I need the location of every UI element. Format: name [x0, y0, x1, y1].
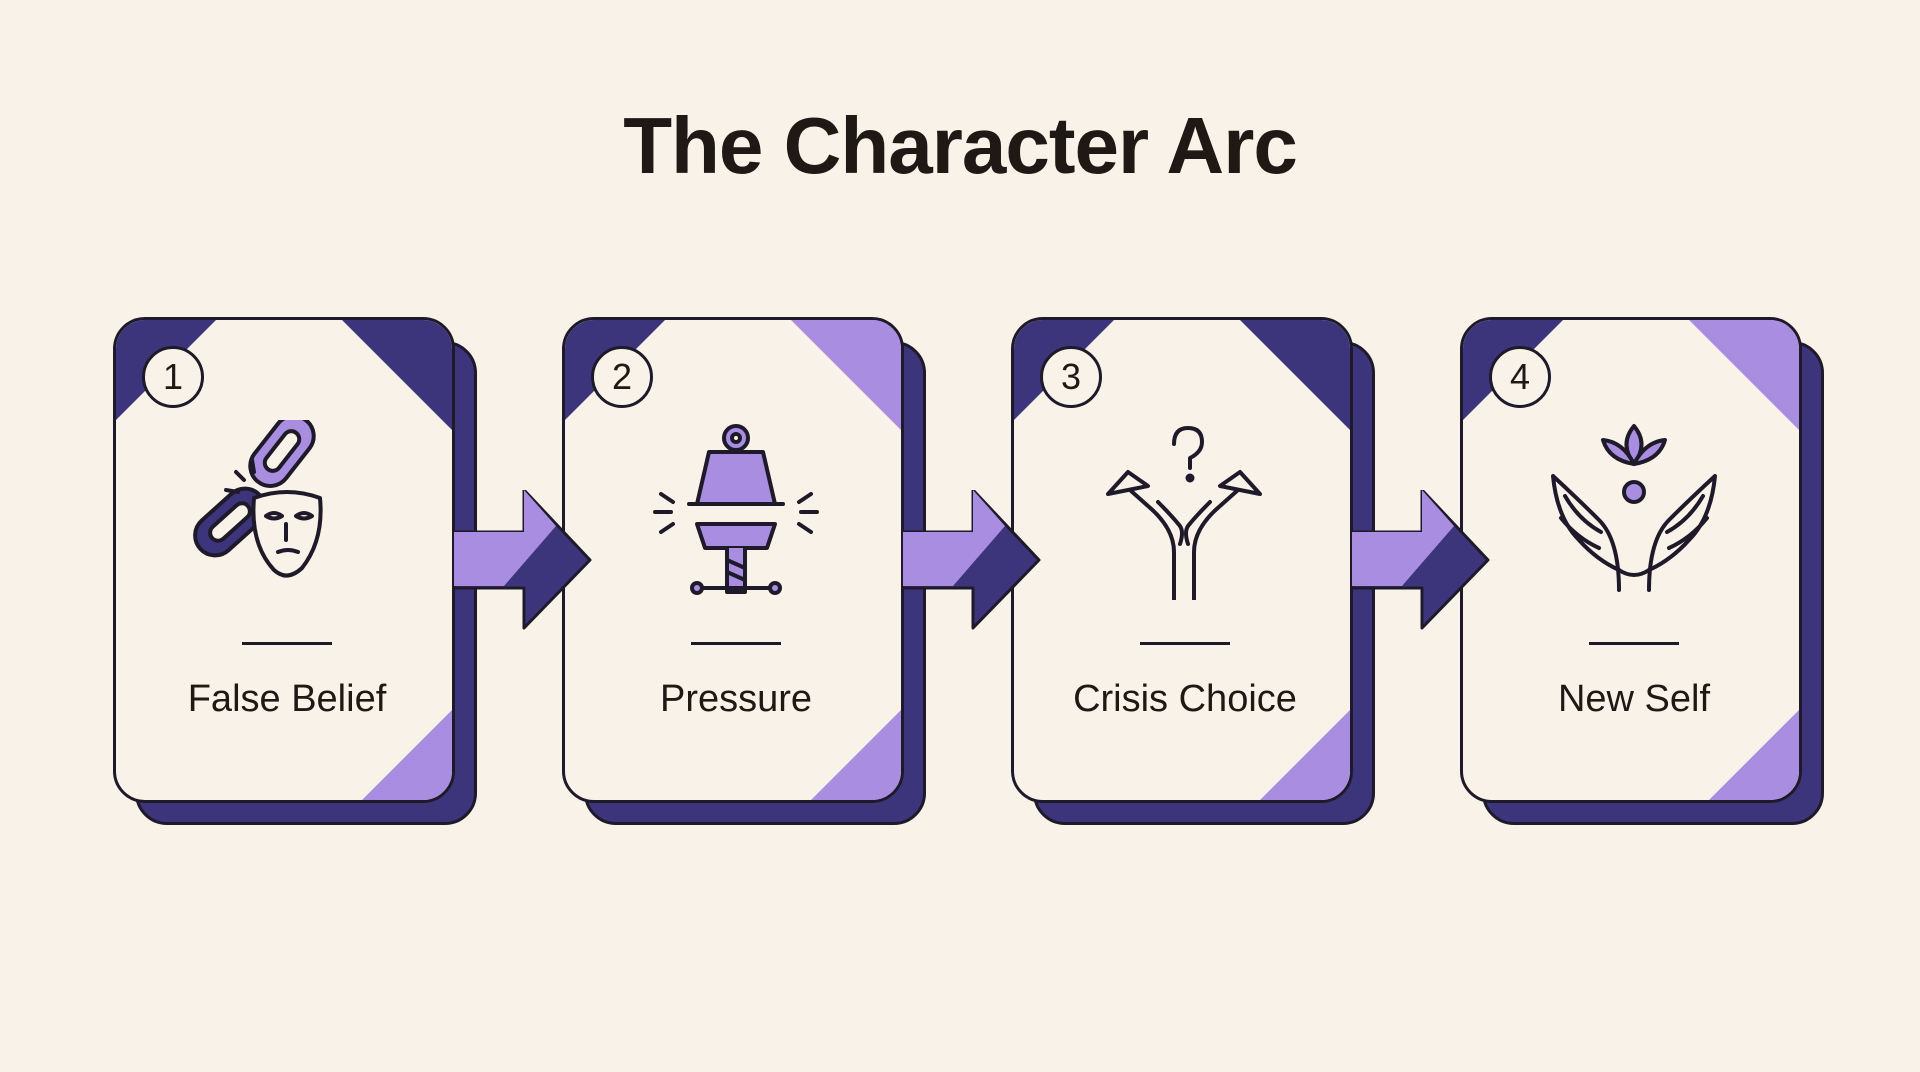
corner-accent	[791, 320, 901, 430]
step-number-badge: 1	[142, 346, 204, 408]
step-number-badge: 2	[591, 346, 653, 408]
divider	[1140, 642, 1230, 645]
corner-accent	[1709, 710, 1799, 800]
card-face: 1	[113, 317, 455, 803]
page-title: The Character Arc	[623, 101, 1298, 190]
step-label: False Belief	[187, 678, 387, 720]
step-card-2: 2 Pressure	[562, 317, 928, 827]
corner-accent	[362, 710, 452, 800]
step-label: Crisis Choice	[1073, 678, 1297, 720]
step-label: Pressure	[659, 678, 813, 720]
card-face: 2 Pressure	[562, 317, 904, 803]
press-weight-icon	[653, 424, 819, 595]
right-arrow-icon	[1350, 490, 1490, 630]
right-arrow-icon	[452, 490, 592, 630]
divider	[242, 642, 332, 645]
step-card-4: 4 New Self	[1460, 317, 1826, 827]
right-arrow-icon	[901, 490, 1041, 630]
step-number-badge: 3	[1040, 346, 1102, 408]
divider	[691, 642, 781, 645]
corner-accent	[1260, 710, 1350, 800]
corner-accent	[342, 320, 452, 430]
forked-path-question-icon	[1106, 426, 1262, 600]
lotus-wings-icon	[1551, 424, 1717, 592]
divider	[1589, 642, 1679, 645]
step-card-3: 3 Crisis Choice	[1011, 317, 1377, 827]
broken-chain-mask-icon	[193, 420, 323, 578]
step-label: New Self	[1557, 678, 1711, 720]
corner-accent	[1689, 320, 1799, 430]
step-card-1: 1	[113, 317, 479, 827]
step-number-badge: 4	[1489, 346, 1551, 408]
corner-accent	[1240, 320, 1350, 430]
card-face: 4 New Self	[1460, 317, 1802, 803]
corner-accent	[811, 710, 901, 800]
card-face: 3 Crisis Choice	[1011, 317, 1353, 803]
